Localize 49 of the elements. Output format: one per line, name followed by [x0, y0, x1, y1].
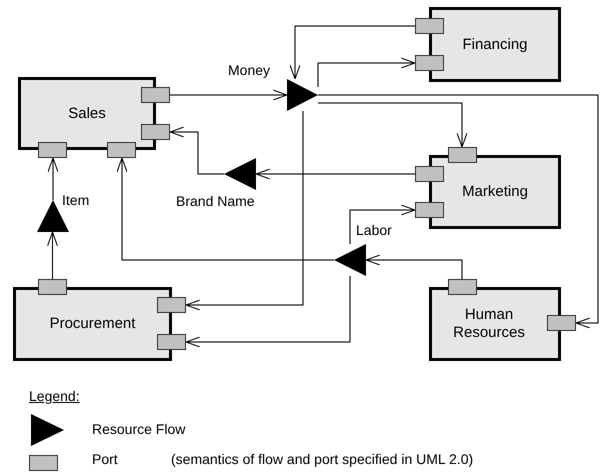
port-box [448, 147, 477, 163]
port-box [415, 55, 444, 71]
component-box [429, 287, 561, 361]
flow-connector [318, 58, 416, 88]
flow-label: Brand Name [176, 193, 255, 210]
legend-heading: Legend: [29, 388, 80, 405]
flow-connector [186, 110, 304, 310]
flow-connector [318, 94, 598, 328]
component-name: Financing [462, 36, 528, 54]
component-box [429, 155, 561, 229]
port-box [415, 202, 444, 218]
component-name: Marketing [462, 183, 528, 201]
flow-connector [170, 126, 224, 174]
component-name: Procurement [50, 315, 136, 333]
flow-label: Labor [356, 222, 392, 239]
port-box [141, 124, 170, 140]
flow-connector [48, 158, 58, 200]
resource-flow-triangle [287, 79, 318, 111]
port-box [415, 166, 444, 182]
flow-connector [350, 204, 416, 244]
flow-connector [256, 168, 416, 180]
legend-text: Resource Flow [92, 421, 186, 438]
flow-label: Item [62, 192, 90, 209]
resource-flow-triangle [224, 158, 256, 190]
port-box [415, 18, 444, 34]
port-box [547, 315, 576, 331]
component-name: Human Resources [452, 306, 526, 342]
flow-connector [47, 232, 58, 280]
flow-connector [290, 26, 416, 80]
flow-connector [318, 102, 468, 148]
port-box [141, 87, 170, 103]
flow-connector [116, 158, 334, 260]
flow-label: Money [228, 62, 270, 79]
port-box [448, 279, 477, 295]
legend-text: Port [92, 451, 118, 468]
note: (semantics of flow and port specified in UML 2.0) [171, 451, 474, 468]
port-box [157, 334, 186, 350]
port-box [107, 142, 136, 158]
resource-flow-triangle [334, 244, 366, 276]
flow-connector [186, 276, 350, 348]
component-box [18, 77, 156, 150]
port-box [38, 279, 67, 295]
component-box [429, 7, 561, 82]
component-name: Sales [68, 104, 106, 122]
component-box [13, 287, 172, 361]
flow-connector [170, 90, 288, 100]
port-box [157, 297, 186, 313]
port-box [38, 142, 67, 158]
flow-connector [366, 254, 462, 280]
